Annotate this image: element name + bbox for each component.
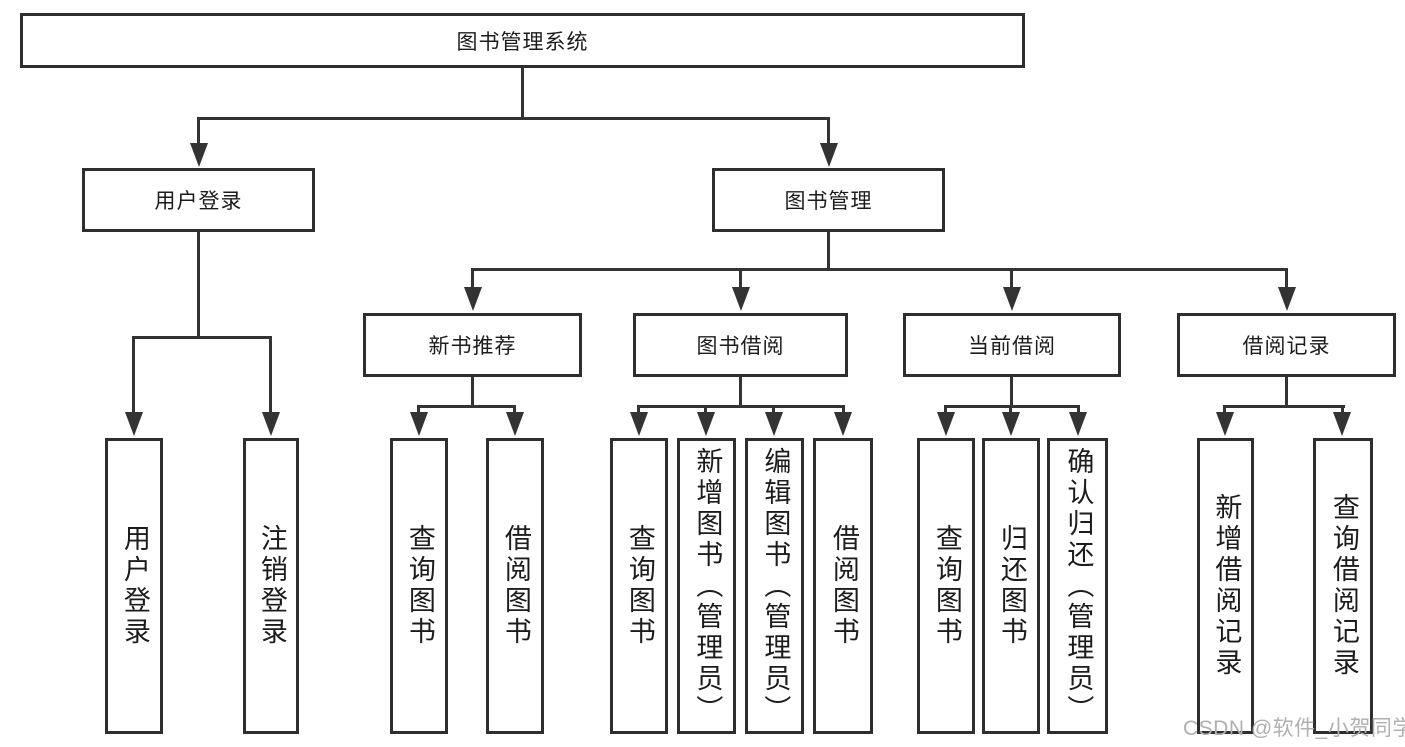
csdn-watermark: CSDN @软件_小贺同学: [1183, 717, 1405, 740]
connector-book-borrowing-vertical: [739, 377, 742, 406]
connector-stub-leaf-user-login: [132, 336, 135, 413]
leaf-logout: 注销登录: [243, 438, 299, 734]
arrowhead-add-book: [697, 412, 715, 436]
leaf-confirm-return-admin: 确认归还（管理员）: [1047, 438, 1108, 734]
arrowhead-book-management: [820, 143, 838, 167]
connector-root-horizontal: [197, 117, 830, 120]
connector-user-login-horizontal: [132, 336, 272, 339]
arrowhead-current-borrowing: [1003, 287, 1021, 311]
node-label: 图书管理系统: [456, 30, 589, 54]
connector-book-borrowing-horizontal: [637, 405, 845, 408]
arrowhead-query-borrow-record: [1333, 412, 1351, 436]
connector-current-borrowing-horizontal: [944, 405, 1080, 408]
connector-stub-query-books-1: [417, 405, 420, 414]
arrowhead-leaf-logout: [262, 412, 280, 436]
connector-stub-user-login: [197, 117, 200, 146]
node-library-management-system: 图书管理系统: [20, 13, 1025, 68]
node-label: 用户登录: [154, 190, 243, 213]
connector-stub-query-books-2: [637, 405, 640, 414]
leaf-label: 归还图书: [996, 524, 1027, 648]
leaf-label: 新增图书（管理员）: [692, 446, 723, 726]
connector-stub-current-borrowing: [1010, 268, 1013, 288]
arrowhead-query-books-3: [937, 412, 955, 436]
node-label: 借阅记录: [1242, 335, 1331, 358]
leaf-add-book-admin: 新增图书（管理员）: [677, 438, 736, 734]
node-borrowing-records: 借阅记录: [1177, 313, 1396, 377]
leaf-borrow-books-recommendation: 借阅图书: [486, 438, 544, 734]
connector-stub-borrowing-records: [1285, 268, 1288, 288]
connector-stub-edit-book: [772, 405, 775, 414]
node-label: 图书管理: [784, 190, 873, 213]
arrowhead-query-books-2: [630, 412, 648, 436]
leaf-label: 注销登录: [256, 524, 287, 648]
leaf-query-borrow-record: 查询借阅记录: [1313, 438, 1373, 734]
arrowhead-borrow-books-1: [506, 412, 524, 436]
node-user-login: 用户登录: [82, 168, 315, 232]
arrowhead-return-books: [1002, 412, 1020, 436]
leaf-label: 借阅图书: [500, 524, 531, 648]
connector-stub-query-borrow-record: [1341, 405, 1344, 414]
leaf-label: 用户登录: [119, 524, 150, 648]
connector-stub-confirm-return: [1077, 405, 1080, 414]
leaf-return-books: 归还图书: [982, 438, 1040, 734]
leaf-borrow-books-borrowing: 借阅图书: [813, 438, 873, 734]
connector-borrowing-records-vertical: [1285, 377, 1288, 406]
connector-book-management-horizontal: [471, 268, 1288, 271]
connector-stub-leaf-logout: [269, 336, 272, 413]
node-new-book-recommendation: 新书推荐: [363, 313, 582, 377]
leaf-label: 查询图书: [404, 524, 435, 648]
leaf-label: 查询图书: [624, 524, 655, 648]
node-current-borrowing: 当前借阅: [903, 313, 1121, 377]
node-book-management: 图书管理: [712, 168, 945, 232]
connector-user-login-vertical: [197, 232, 200, 336]
connector-root-vertical: [521, 68, 524, 117]
connector-stub-book-management: [827, 117, 830, 146]
leaf-label: 查询借阅记录: [1328, 493, 1359, 679]
node-label: 当前借阅: [968, 335, 1056, 358]
leaf-edit-book-admin: 编辑图书（管理员）: [745, 438, 804, 734]
connector-stub-borrow-books-2: [842, 405, 845, 414]
arrowhead-add-borrow-record: [1216, 412, 1234, 436]
arrowhead-confirm-return: [1069, 412, 1087, 436]
connector-book-management-vertical: [827, 232, 830, 271]
arrowhead-user-login: [190, 143, 208, 167]
arrowhead-edit-book: [765, 412, 783, 436]
leaf-label: 编辑图书（管理员）: [760, 446, 791, 726]
leaf-user-login: 用户登录: [105, 438, 163, 734]
arrowhead-leaf-user-login: [125, 412, 143, 436]
connector-stub-return-books: [1009, 405, 1012, 414]
leaf-query-books-recommendation: 查询图书: [390, 438, 448, 734]
arrowhead-new-book-recommendation: [464, 287, 482, 311]
connector-stub-query-books-3: [944, 405, 947, 414]
leaf-label: 查询图书: [931, 524, 962, 648]
connector-current-borrowing-vertical: [1010, 377, 1013, 406]
leaf-label: 新增借阅记录: [1211, 493, 1242, 679]
connector-new-book-rec-horizontal: [417, 405, 516, 408]
connector-stub-add-borrow-record: [1223, 405, 1226, 414]
node-label: 新书推荐: [428, 335, 517, 358]
arrowhead-borrow-books-2: [834, 412, 852, 436]
connector-stub-add-book: [704, 405, 707, 414]
connector-stub-borrow-books-1: [513, 405, 516, 414]
connector-stub-new-book-recommendation: [471, 268, 474, 288]
leaf-label: 借阅图书: [828, 524, 859, 648]
leaf-query-books-borrowing: 查询图书: [610, 438, 668, 734]
arrowhead-query-books-1: [410, 412, 428, 436]
leaf-query-books-current: 查询图书: [917, 438, 975, 734]
leaf-add-borrow-record: 新增借阅记录: [1197, 438, 1254, 734]
leaf-label: 确认归还（管理员）: [1063, 446, 1094, 726]
arrowhead-book-borrowing: [732, 287, 750, 311]
node-book-borrowing: 图书借阅: [633, 313, 848, 377]
connector-borrowing-records-horizontal: [1223, 405, 1345, 408]
node-label: 图书借阅: [696, 335, 785, 358]
connector-new-book-rec-vertical: [471, 377, 474, 406]
connector-stub-book-borrowing: [739, 268, 742, 288]
arrowhead-borrowing-records: [1278, 287, 1296, 311]
